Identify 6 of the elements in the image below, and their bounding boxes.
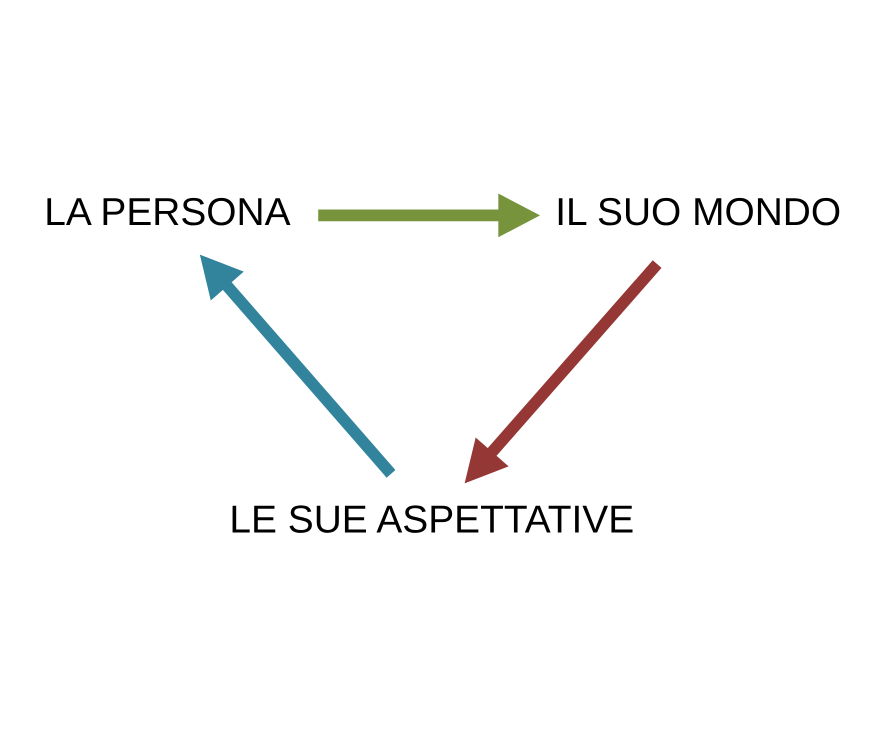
node-text: LA PERSONA: [44, 191, 291, 234]
node-text: IL SUO MONDO: [555, 191, 842, 234]
arrow: [318, 193, 540, 238]
node-text: LE SUE ASPETTATIVE: [229, 498, 634, 542]
arrow: [200, 254, 396, 478]
arrow: [464, 260, 662, 484]
